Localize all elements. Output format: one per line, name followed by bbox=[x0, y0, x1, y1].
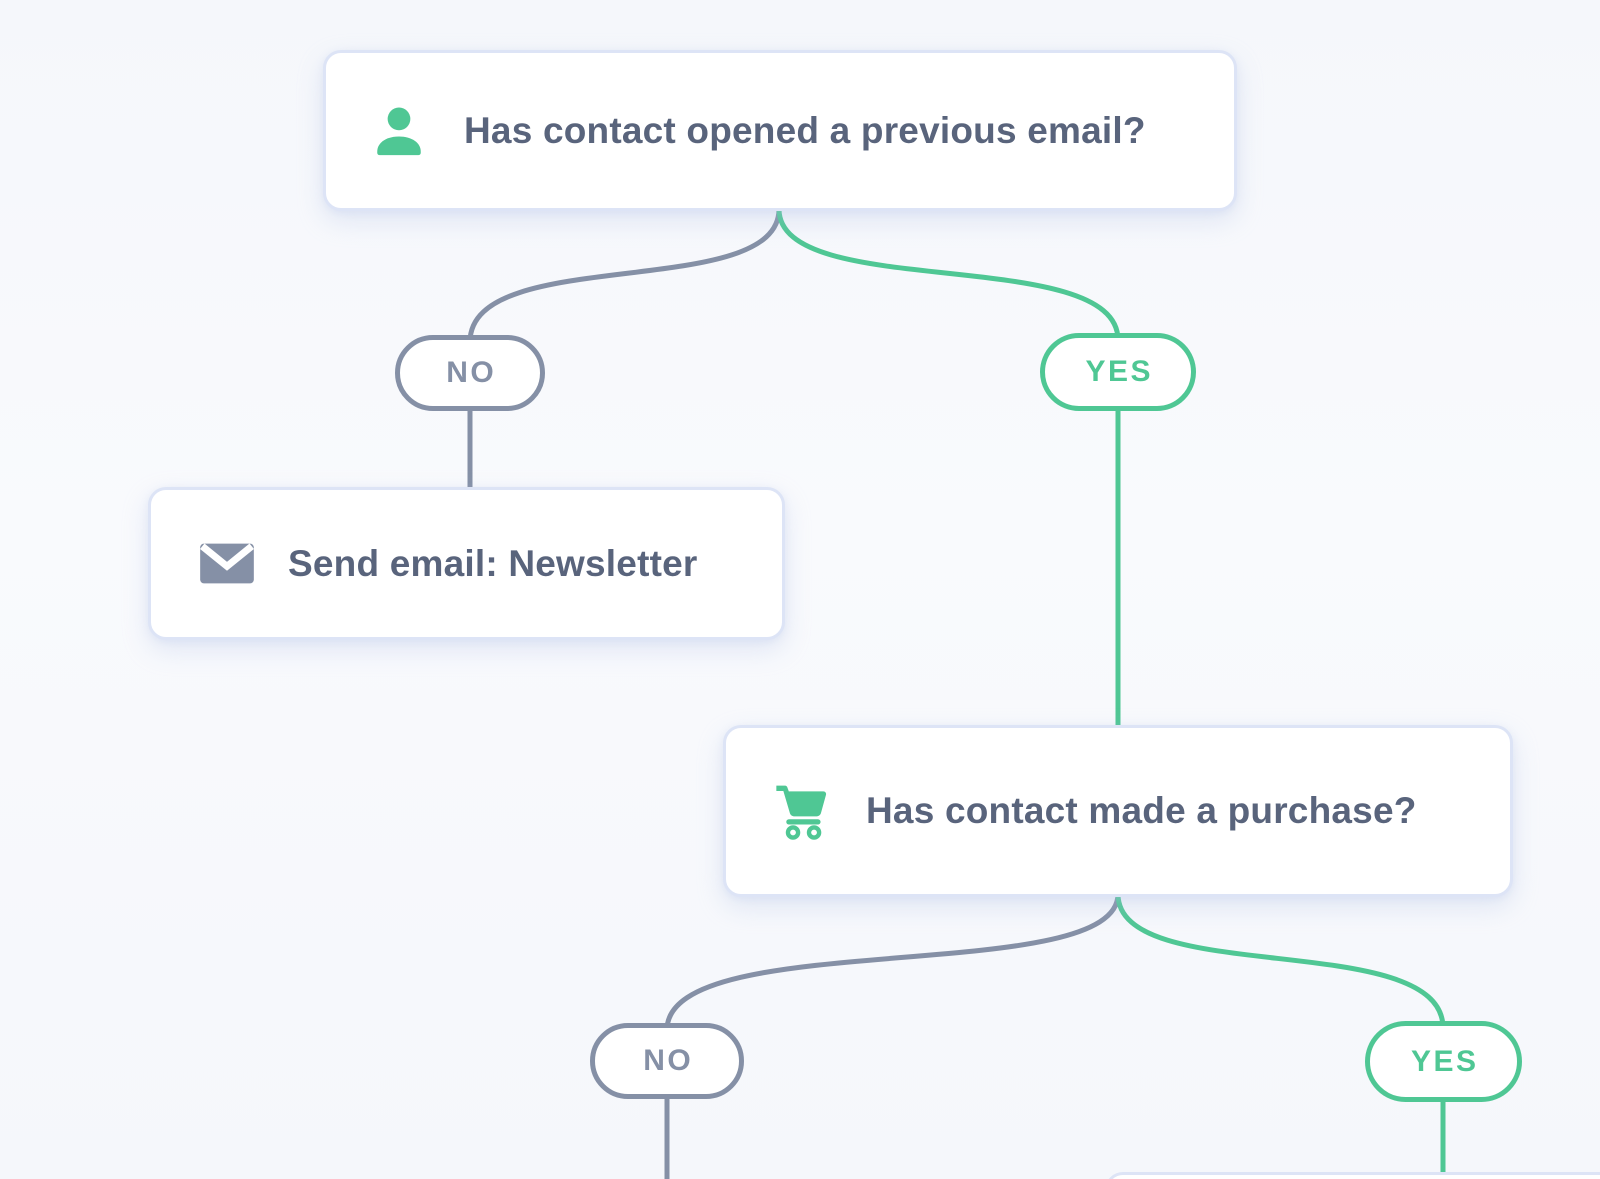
edge-question1-to-no bbox=[467, 208, 782, 343]
edge-question1-to-yes bbox=[776, 208, 1121, 341]
branch1-no-pill: NO bbox=[395, 335, 545, 411]
node-send-email-newsletter[interactable]: Send email: Newsletter bbox=[148, 487, 785, 640]
person-icon bbox=[370, 85, 428, 177]
node-question-made-purchase[interactable]: Has contact made a purchase? bbox=[723, 725, 1513, 897]
node-label: Has contact made a purchase? bbox=[866, 790, 1417, 831]
node-label: Has contact opened a previous email? bbox=[464, 109, 1146, 151]
envelope-icon bbox=[199, 542, 255, 585]
branch-label: NO bbox=[446, 356, 497, 389]
branch1-yes-pill: YES bbox=[1040, 333, 1196, 411]
branch2-no-pill: NO bbox=[590, 1023, 744, 1099]
cart-icon bbox=[772, 780, 830, 842]
node-question-opened-email[interactable]: Has contact opened a previous email? bbox=[323, 50, 1237, 211]
branch2-yes-pill: YES bbox=[1365, 1021, 1522, 1102]
branch-label: YES bbox=[1410, 1044, 1479, 1078]
node-label: Send email: Newsletter bbox=[288, 542, 698, 584]
edge-question2-to-no bbox=[664, 893, 1121, 1031]
branch-label: NO bbox=[643, 1044, 694, 1077]
edge-question2-to-yes bbox=[1115, 893, 1446, 1029]
branch-label: YES bbox=[1085, 355, 1154, 388]
node-partial-next[interactable] bbox=[1105, 1172, 1600, 1179]
